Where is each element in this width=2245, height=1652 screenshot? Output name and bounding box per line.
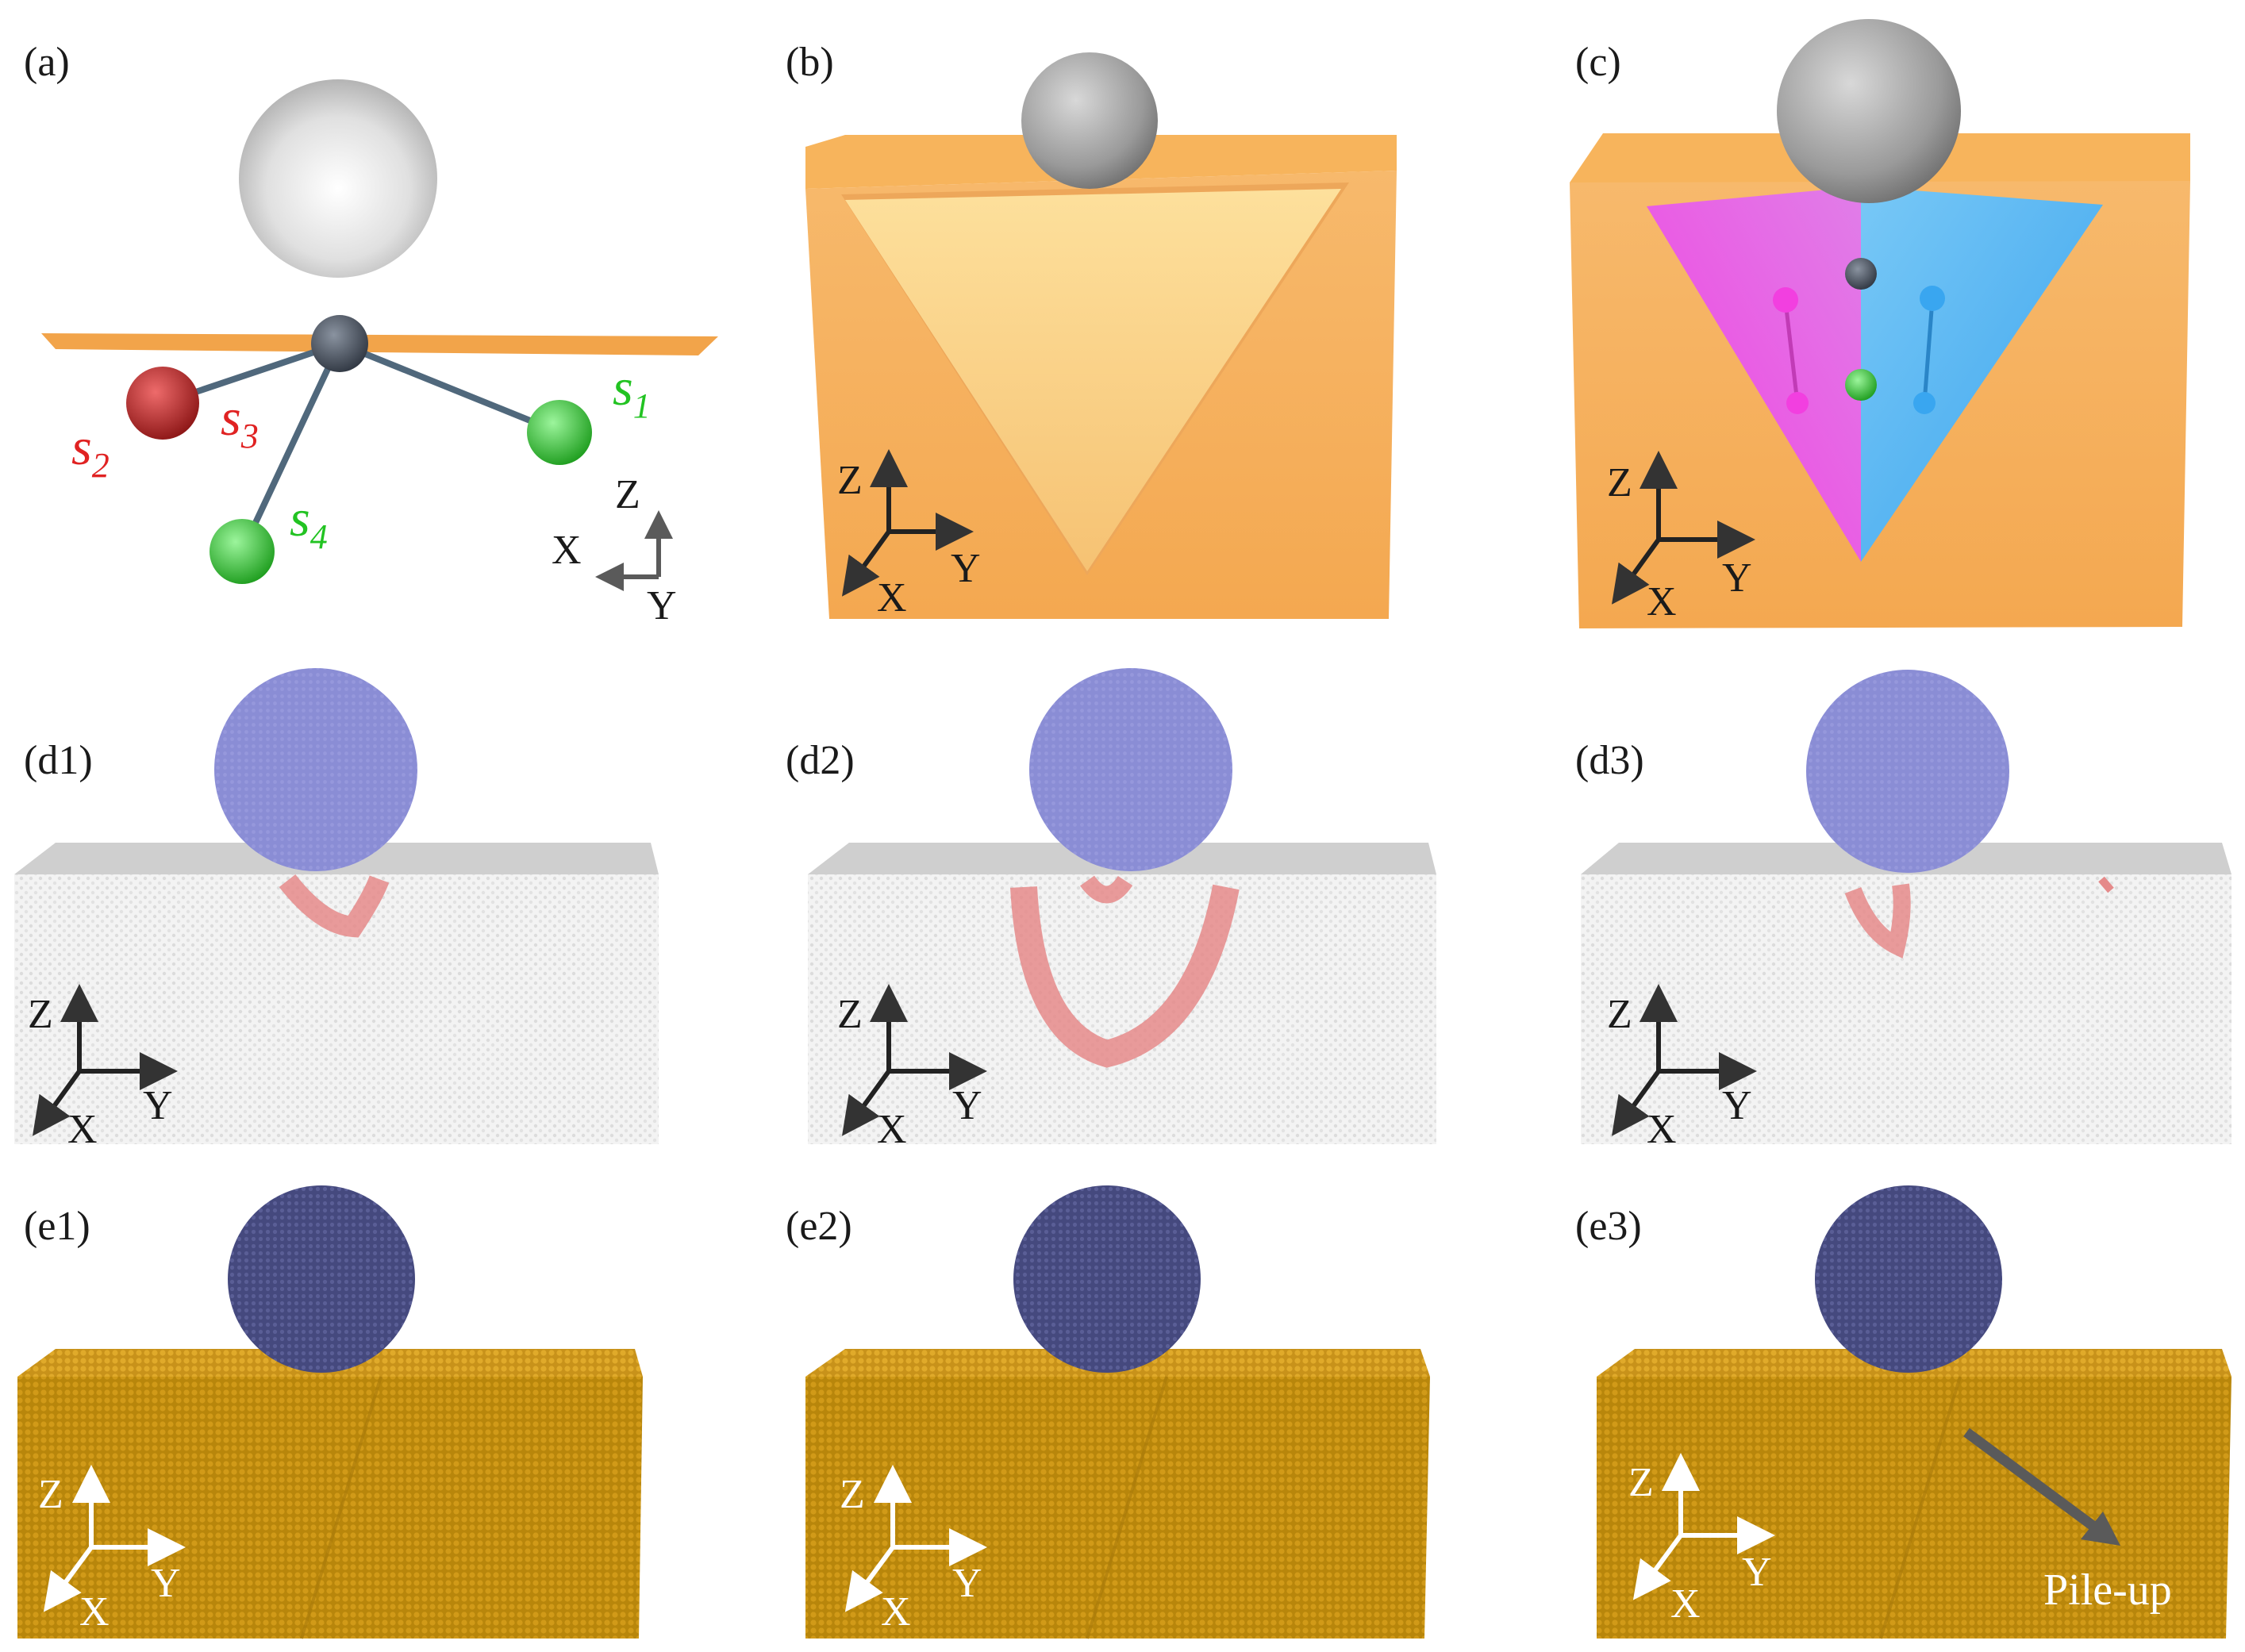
axes-c: Z Y X [1607, 451, 1755, 624]
axes-d1: Z Y X [28, 984, 178, 1152]
dislocation-loop [1010, 884, 1240, 1068]
axis-d2-y: Y [952, 1083, 982, 1128]
center-atom [311, 315, 368, 372]
panel-d2: (d2) Z Y X [786, 668, 1436, 1152]
panel-e3: (e3) Pile-up Z Y X [1575, 1185, 2232, 1639]
axis-e3-y: Y [1742, 1550, 1772, 1595]
site-s1-atom [527, 400, 592, 465]
axis-d1-z: Z [28, 992, 53, 1037]
site-s4-label: s4 [290, 490, 328, 556]
panel-a: (a) s1 s2 s3 s4 Z X Y [24, 40, 718, 628]
site-s2-label: s2 [71, 418, 110, 485]
axis-b-y: Y [951, 546, 981, 591]
axes-e3: Z Y X [1628, 1453, 1775, 1627]
axis-d2-z: Z [837, 992, 863, 1037]
panel-d1: (d1) Z Y X [14, 668, 659, 1152]
slip-plane-blue [1861, 186, 2103, 562]
bonds [160, 340, 563, 555]
axes-d2: Z Y X [837, 984, 987, 1152]
indenter-sphere [1021, 52, 1158, 189]
axes-e2: Z Y X [840, 1465, 987, 1635]
site-s1-label: s1 [613, 359, 651, 425]
indenter-sphere [1029, 668, 1232, 871]
axes-e1: Z Y X [38, 1465, 186, 1635]
axis-a-y: Y [647, 583, 677, 628]
slip-trace [300, 1376, 382, 1639]
axis-e3-x: X [1670, 1581, 1701, 1627]
axis-d2-x: X [877, 1107, 907, 1152]
panel-d1-label: (d1) [24, 738, 93, 783]
dislocation-loop [1844, 883, 1911, 959]
axis-e1-x: X [79, 1589, 110, 1635]
panel-e1: (e1) Z Y X [17, 1185, 643, 1639]
panel-a-label: (a) [24, 40, 70, 85]
panel-b-label: (b) [786, 40, 834, 85]
axis-d1-x: X [67, 1107, 98, 1152]
site-markers-c [1773, 258, 1945, 414]
slip-triangle [845, 189, 1341, 571]
indenter-sphere [214, 668, 417, 871]
panel-e1-label: (e1) [24, 1204, 90, 1249]
axis-c-z: Z [1607, 460, 1632, 505]
axis-c-y: Y [1722, 555, 1752, 601]
axis-e2-x: X [881, 1589, 911, 1635]
axis-a-z: Z [615, 472, 640, 517]
indenter-sphere [1013, 1185, 1201, 1373]
slip-trace [1879, 1376, 1962, 1639]
panel-e2: (e2) Z Y X [786, 1185, 1430, 1639]
site-s3-label: s3 [221, 389, 259, 455]
axis-b-z: Z [837, 458, 863, 503]
substrate-front [17, 1377, 643, 1639]
panel-e2-label: (e2) [786, 1204, 852, 1249]
slip-trace [1086, 1376, 1168, 1639]
indenter-sphere [1815, 1185, 2002, 1373]
slip-plane-magenta [1647, 186, 1861, 562]
axes-d3: Z Y X [1607, 984, 1757, 1152]
panel-d3-label: (d3) [1575, 738, 1644, 783]
substrate-front [805, 1377, 1430, 1639]
axis-e1-y: Y [151, 1561, 181, 1606]
substrate-front [1597, 1377, 2232, 1639]
axis-e2-y: Y [952, 1561, 982, 1606]
site-s4-atom [210, 519, 275, 584]
indenter-sphere [1806, 670, 2009, 873]
axis-e1-z: Z [38, 1472, 63, 1517]
axis-e3-z: Z [1628, 1460, 1654, 1505]
indenter-sphere [1777, 19, 1961, 203]
panel-e3-label: (e3) [1575, 1204, 1642, 1249]
site-s2-atom [126, 367, 199, 440]
panel-d3: (d3) Z Y X [1575, 670, 2232, 1152]
axis-a-x: X [552, 528, 582, 573]
indenter-sphere [228, 1185, 415, 1373]
pile-up-label: Pile-up [2043, 1566, 2172, 1615]
panel-d2-label: (d2) [786, 738, 855, 783]
axes-b: Z Y X [837, 449, 981, 620]
axis-d1-y: Y [143, 1083, 173, 1128]
axis-d3-z: Z [1607, 992, 1632, 1037]
indenter-sphere [239, 79, 437, 278]
axis-b-x: X [877, 575, 907, 620]
axis-c-x: X [1647, 579, 1677, 624]
dislocation-segment [1080, 875, 1133, 904]
panel-b: (b) Z Y X [786, 40, 1397, 620]
panel-c: (c) Z Y X [1570, 19, 2190, 628]
dislocation-fragment [2098, 876, 2114, 893]
substrate-front [808, 874, 1436, 1144]
axes-a: Z X Y [552, 472, 677, 628]
axis-d3-y: Y [1722, 1083, 1752, 1128]
panel-c-label: (c) [1575, 40, 1621, 85]
axis-e2-z: Z [840, 1472, 865, 1517]
axis-d3-x: X [1647, 1107, 1677, 1152]
pile-up-arrow [1963, 1427, 2120, 1546]
dislocation-loop [279, 874, 390, 938]
slip-plane [41, 333, 718, 355]
